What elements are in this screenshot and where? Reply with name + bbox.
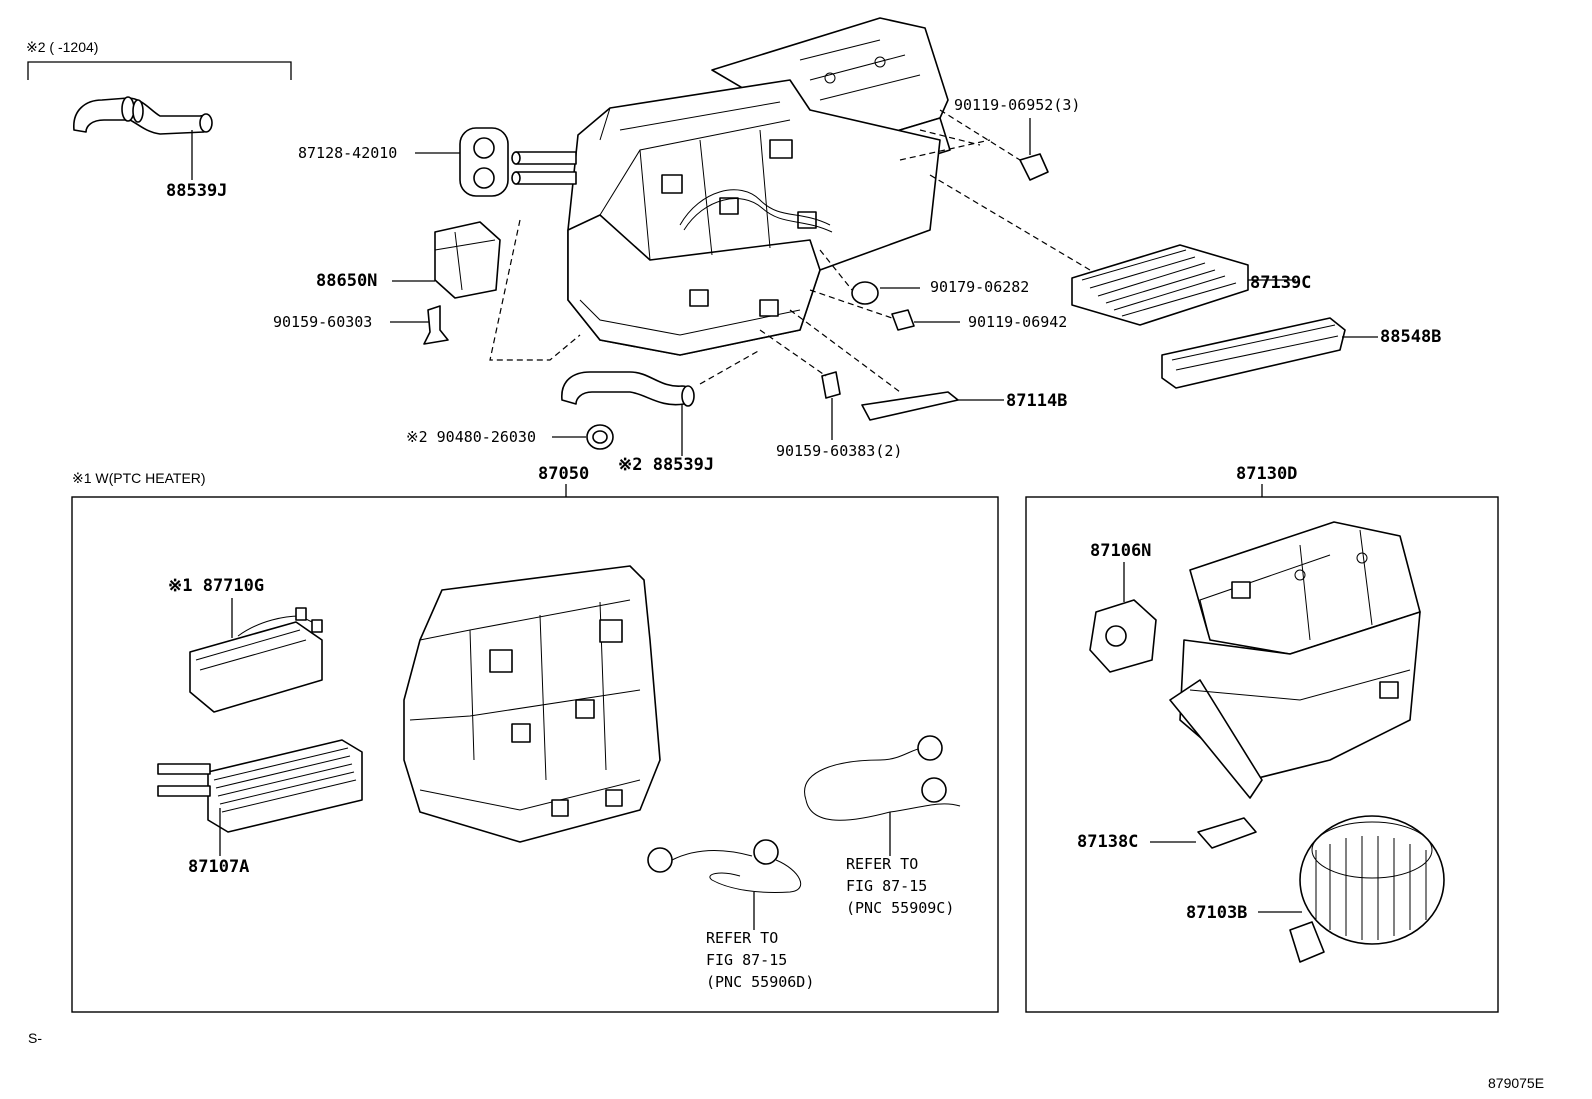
hose-88539j-bottom: ※2 88539J	[561, 349, 761, 475]
hose-88539j-top	[73, 96, 213, 135]
part-90159-60383: 90159-60383(2)	[759, 329, 902, 460]
wire-55909c: REFER TO FIG 87-15 (PNC 55909C)	[804, 735, 961, 917]
bracket-group-top-left: ※2 ( -1204) 88539J	[26, 39, 292, 201]
ref2-line2: FIG 87-15	[706, 951, 787, 969]
footer-right: 879075E	[1488, 1075, 1544, 1091]
part-87710g: ※1 87710G	[168, 576, 323, 713]
hvac-case-lower	[403, 565, 661, 843]
note-top-bracket: ※2 ( -1204)	[26, 39, 98, 55]
part-87107a: 87107A	[157, 739, 363, 877]
label-90119-06952: 90119-06952(3)	[954, 96, 1080, 114]
part-87138c: 87138C	[1077, 817, 1257, 852]
label-87114b: 87114B	[1006, 391, 1067, 411]
part-87114b: 87114B	[789, 309, 1067, 421]
label-88548b: 88548B	[1380, 327, 1441, 347]
label-87138c: 87138C	[1077, 832, 1138, 852]
part-87103b: 87103B	[1186, 815, 1445, 963]
label-87050: 87050	[538, 464, 589, 484]
ref2-line3: (PNC 55906D)	[706, 973, 814, 991]
label-87130d: 87130D	[1236, 464, 1297, 484]
ref2-line1: REFER TO	[706, 929, 778, 947]
part-87139c: 87139C	[929, 174, 1311, 326]
label-88650n: 88650N	[316, 271, 377, 291]
footer-left: S-	[28, 1030, 42, 1046]
ref1-line1: REFER TO	[846, 855, 918, 873]
part-87128-42010: 87128-42010	[298, 127, 509, 197]
blower-unit	[1169, 521, 1421, 799]
ref1-line3: (PNC 55909C)	[846, 899, 954, 917]
label-87139c: 87139C	[1250, 273, 1311, 293]
part-90119-06942: 90119-06942	[809, 289, 1067, 331]
part-90179-06282: 90179-06282	[819, 249, 1029, 305]
label-87107a: 87107A	[188, 857, 249, 877]
label-87710g: ※1 87710G	[168, 576, 264, 596]
part-88650n: 88650N	[316, 221, 501, 299]
frame-87050	[71, 496, 999, 1013]
part-90480-26030: ※2 90480-26030	[406, 424, 614, 450]
label-90179-06282: 90179-06282	[930, 278, 1029, 296]
wire-55906d: REFER TO FIG 87-15 (PNC 55906D)	[647, 839, 814, 991]
label-90480-26030: ※2 90480-26030	[406, 428, 536, 446]
label-90119-06942: 90119-06942	[968, 313, 1067, 331]
frame-87130d	[1025, 496, 1499, 1013]
part-87106n: 87106N	[1089, 541, 1157, 673]
part-88548b: 88548B	[1161, 317, 1441, 389]
label-88539j-top: 88539J	[166, 181, 227, 201]
label-87128-42010: 87128-42010	[298, 144, 397, 162]
label-90159-60303: 90159-60303	[273, 313, 372, 331]
note-ptc-heater: ※1 W(PTC HEATER)	[72, 470, 206, 486]
ref1-line2: FIG 87-15	[846, 877, 927, 895]
label-88539j-bottom: ※2 88539J	[618, 455, 714, 475]
label-87106n: 87106N	[1090, 541, 1151, 561]
part-90119-06952: 90119-06952(3)	[899, 96, 1080, 181]
part-90159-60303: 90159-60303	[273, 305, 449, 345]
label-90159-60383: 90159-60383(2)	[776, 442, 902, 460]
label-87103b: 87103B	[1186, 903, 1247, 923]
hvac-assembly-main	[511, 17, 951, 356]
